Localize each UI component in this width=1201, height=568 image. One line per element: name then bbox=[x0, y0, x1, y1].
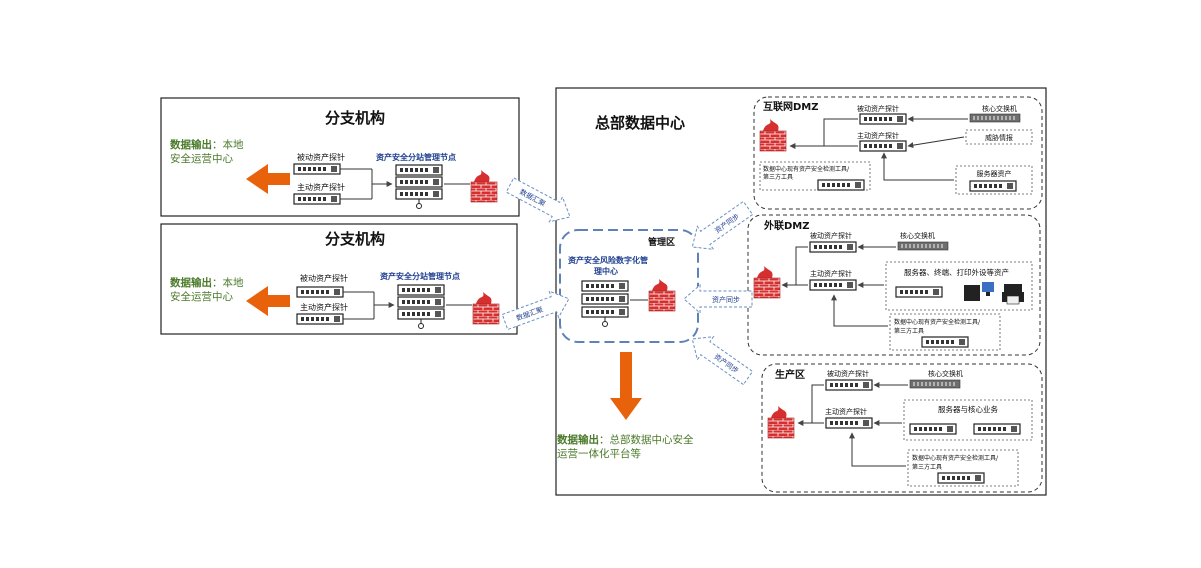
hq-title: 总部数据中心 bbox=[595, 114, 685, 132]
printer-icon bbox=[1002, 284, 1024, 305]
passive-probe-icon bbox=[296, 286, 344, 298]
server-icon bbox=[909, 423, 957, 435]
passive-probe-icon bbox=[825, 379, 873, 391]
zone-internet-dmz: 互联网DMZ 被动资产探针 主动资产探针 核心交换机 威胁情报 数据中心现有资产… bbox=[753, 96, 1043, 210]
passive-probe-label: 被动资产探针 bbox=[300, 273, 348, 283]
zone-title: 外联DMZ bbox=[763, 219, 810, 232]
tool-label-2: 第三方工具 bbox=[912, 463, 942, 471]
core-switch-icon bbox=[969, 113, 1021, 123]
core-switch-icon bbox=[909, 379, 961, 389]
output-arrow bbox=[246, 164, 290, 194]
branch-output-text-2: 安全运营中心 bbox=[170, 152, 233, 165]
tool-label-1: 数据中心现有资产安全检测工具/ bbox=[912, 454, 999, 462]
mgmt-zone-title: 管理区 bbox=[648, 236, 675, 248]
core-switch-label: 核心交换机 bbox=[928, 369, 963, 378]
output-arrow bbox=[246, 286, 290, 316]
hq-output-arrow bbox=[610, 352, 642, 420]
hq-output-text: 数据输出：总部数据中心安全 bbox=[556, 433, 694, 446]
detection-tool-icon bbox=[937, 472, 985, 484]
tool-label-1: 数据中心现有资产安全检测工具/ bbox=[894, 318, 981, 326]
branch-output-text-2: 安全运营中心 bbox=[170, 290, 233, 303]
zone-external-dmz: 外联DMZ 被动资产探针 主动资产探针 核心交换机 服务器、终端、打印外设等资产 bbox=[747, 214, 1041, 356]
core-switch-label: 核心交换机 bbox=[982, 104, 1017, 113]
active-probe-label: 主动资产探针 bbox=[857, 131, 899, 140]
servers-label: 服务器与核心业务 bbox=[938, 404, 998, 414]
active-probe-label: 主动资产探针 bbox=[297, 182, 345, 192]
node-label: 资产安全分站管理节点 bbox=[380, 271, 460, 281]
center-label-1: 资产安全风险数字化管 bbox=[568, 255, 648, 265]
tool-label-2: 第三方工具 bbox=[763, 173, 793, 181]
branch-output-text: 数据输出：本地 bbox=[169, 276, 244, 289]
management-node-icon bbox=[397, 284, 445, 329]
management-node-icon bbox=[395, 164, 443, 209]
tool-label-2: 第三方工具 bbox=[894, 327, 924, 335]
devices-label: 服务器、终端、打印外设等资产 bbox=[904, 267, 1009, 277]
detection-tool-icon bbox=[921, 336, 969, 348]
server-assets-label: 服务器资产 bbox=[977, 169, 1012, 178]
hq-output-text-2: 运营一体化平台等 bbox=[557, 447, 641, 460]
tool-label-1: 数据中心现有资产安全检测工具/ bbox=[763, 165, 850, 173]
hq-datacenter: 总部数据中心 管理区 资产安全风险数字化管 理中心 数据输出：总部数据中心安全 … bbox=[555, 87, 1047, 496]
center-label-2: 理中心 bbox=[594, 266, 618, 276]
active-probe-label: 主动资产探针 bbox=[300, 302, 348, 312]
active-probe-label: 主动资产探针 bbox=[825, 407, 867, 416]
server-icon bbox=[973, 423, 1021, 435]
svg-text:资产同步: 资产同步 bbox=[712, 295, 740, 304]
core-switch-label: 核心交换机 bbox=[900, 231, 935, 240]
detection-tool-icon bbox=[817, 179, 865, 191]
device-server-icon bbox=[895, 286, 943, 298]
core-switch-icon bbox=[897, 241, 949, 251]
node-label: 资产安全分站管理节点 bbox=[376, 152, 456, 162]
threat-intel-label: 威胁情报 bbox=[985, 133, 1013, 142]
active-probe-icon bbox=[296, 313, 344, 325]
branch-office-1: 分支机构 数据输出：本地 安全运营中心 被动资产探针 主动资产探针 资产安全分站… bbox=[160, 97, 520, 217]
branch-office-2: 分支机构 数据输出：本地 安全运营中心 被动资产探针 主动资产探针 资产安全分站… bbox=[160, 223, 518, 335]
passive-probe-label: 被动资产探针 bbox=[827, 369, 869, 378]
active-probe-label: 主动资产探针 bbox=[810, 269, 852, 278]
passive-probe-icon bbox=[809, 241, 857, 253]
computer-icon bbox=[964, 282, 994, 301]
passive-probe-label: 被动资产探针 bbox=[810, 231, 852, 240]
branch-title: 分支机构 bbox=[325, 109, 385, 127]
management-zone: 管理区 资产安全风险数字化管 理中心 bbox=[559, 229, 699, 343]
active-probe-icon bbox=[825, 417, 873, 429]
active-probe-icon bbox=[859, 140, 907, 152]
zone-title: 生产区 bbox=[775, 368, 805, 381]
passive-probe-label: 被动资产探针 bbox=[857, 104, 899, 113]
zone-title: 互联网DMZ bbox=[763, 100, 819, 113]
passive-probe-label: 被动资产探针 bbox=[297, 152, 345, 162]
passive-probe-icon bbox=[293, 163, 341, 175]
zone-production: 生产区 被动资产探针 主动资产探针 核心交换机 服务器与核心业务 数据中心现有资… bbox=[761, 363, 1043, 493]
passive-probe-icon bbox=[859, 113, 907, 125]
active-probe-icon bbox=[809, 279, 857, 291]
branch-output-text: 数据输出：本地 bbox=[169, 138, 244, 151]
server-asset-icon bbox=[969, 180, 1017, 192]
link-external-dmz-sync: 资产同步 bbox=[683, 283, 753, 315]
branch-title: 分支机构 bbox=[325, 230, 385, 248]
center-server-icon bbox=[581, 280, 629, 327]
active-probe-icon bbox=[293, 193, 341, 205]
